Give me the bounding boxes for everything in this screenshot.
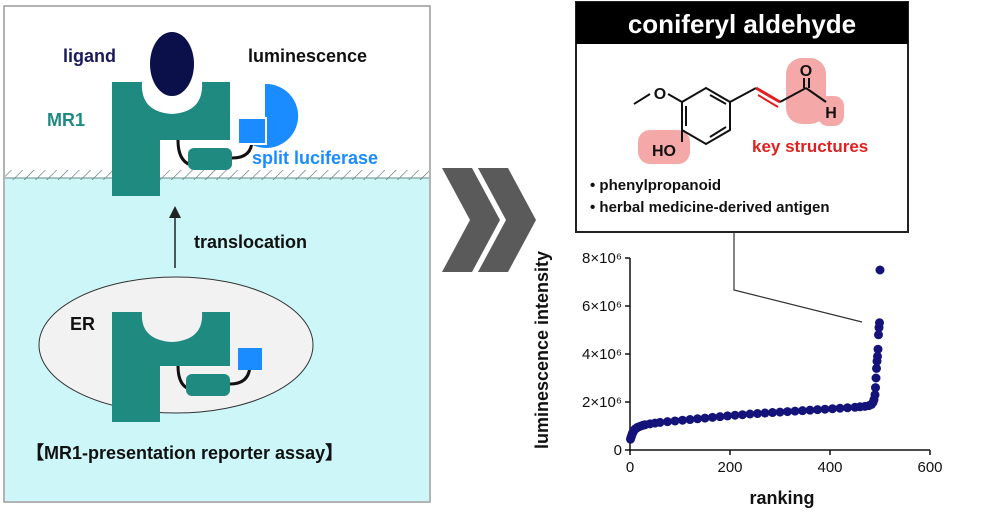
data-point xyxy=(875,265,885,275)
data-point xyxy=(873,344,883,354)
data-point xyxy=(870,390,880,400)
data-point xyxy=(745,409,755,419)
key-structures-label: key structures xyxy=(752,137,868,156)
atom-o-carbonyl: O xyxy=(800,63,812,80)
luminescence-label: luminescence xyxy=(248,46,367,66)
data-point xyxy=(805,405,815,415)
mr1-protein-lower xyxy=(112,312,230,422)
molecule-structure xyxy=(633,78,827,146)
data-point xyxy=(875,318,884,328)
x-tick-label: 0 xyxy=(626,459,634,476)
data-point xyxy=(678,415,687,425)
data-point xyxy=(753,409,762,419)
data-point xyxy=(655,417,665,427)
data-point xyxy=(871,373,881,383)
x-axis-label: ranking xyxy=(749,488,814,508)
callout-line xyxy=(733,232,863,323)
data-point xyxy=(871,383,880,393)
x-tick-label: 200 xyxy=(717,459,742,476)
luciferase-small-lower xyxy=(238,348,262,370)
atom-o-methoxy: O xyxy=(654,86,666,103)
ligand-shape xyxy=(150,32,194,96)
data-point xyxy=(835,403,845,413)
mr1-tag-domain-lower xyxy=(186,374,230,396)
chart-points xyxy=(626,265,885,444)
data-point xyxy=(828,404,837,414)
y-tick-label: 0 xyxy=(614,442,622,459)
data-point xyxy=(670,416,680,426)
data-point xyxy=(768,408,777,418)
chevron-arrow-icon xyxy=(442,168,536,272)
data-point xyxy=(820,404,830,414)
data-point xyxy=(790,406,800,416)
data-point xyxy=(730,410,740,420)
compound-box: coniferyl aldehyde O HO O H key structur… xyxy=(575,1,909,233)
atom-ho: HO xyxy=(652,143,676,160)
data-point xyxy=(872,363,881,373)
data-point xyxy=(738,410,747,420)
data-point xyxy=(783,407,792,417)
data-point xyxy=(873,351,882,361)
bullet-phenylpropanoid: • phenylpropanoid xyxy=(590,177,721,194)
data-point xyxy=(843,403,852,413)
mr1-label: MR1 xyxy=(47,110,85,130)
y-axis-label: luminescence intensity xyxy=(532,251,552,449)
highlight-hydroxyl xyxy=(638,130,690,164)
data-point xyxy=(813,405,822,415)
mr1-protein-upper xyxy=(112,82,230,196)
y-tick-label: 2×10⁶ xyxy=(582,394,622,411)
data-point xyxy=(685,415,695,425)
data-point xyxy=(775,407,785,417)
split-luciferase-label: split luciferase xyxy=(252,148,378,168)
data-point xyxy=(700,413,710,423)
data-point xyxy=(663,417,672,427)
bullet-herbal-antigen: • herbal medicine-derived antigen xyxy=(590,199,829,216)
ligand-label: ligand xyxy=(63,46,116,66)
atom-h: H xyxy=(825,105,837,122)
er-label: ER xyxy=(70,314,95,334)
data-point xyxy=(715,412,725,422)
assay-title: 【MR1-presentation reporter assay】 xyxy=(26,443,343,463)
data-point xyxy=(708,412,717,422)
scatter-chart: 0 2×10⁶ 4×10⁶ 6×10⁶ 8×10⁶ 0 200 400 600 luminesc… xyxy=(532,250,943,508)
highlight-aldehyde-h xyxy=(818,96,844,126)
compound-title: coniferyl aldehyde xyxy=(628,9,856,39)
data-point xyxy=(798,406,807,416)
translocation-label: translocation xyxy=(194,232,307,252)
data-point xyxy=(874,330,883,340)
left-panel: ligand luminescence MR1 split luciferase… xyxy=(3,5,431,503)
chart-axes: 0 2×10⁶ 4×10⁶ 6×10⁶ 8×10⁶ 0 200 400 600 xyxy=(582,250,942,476)
data-point xyxy=(723,411,732,421)
membrane-hatch xyxy=(5,170,429,180)
mr1-tag-domain xyxy=(188,148,232,170)
y-tick-label: 8×10⁶ xyxy=(582,250,622,267)
data-point xyxy=(693,414,702,424)
compound-title-bar xyxy=(576,2,908,44)
data-point xyxy=(760,408,770,418)
highlight-aldehyde xyxy=(786,58,826,124)
y-tick-label: 4×10⁶ xyxy=(582,346,622,363)
x-tick-label: 400 xyxy=(817,459,842,476)
x-tick-label: 600 xyxy=(917,459,942,476)
luciferase-small xyxy=(237,117,267,145)
y-tick-label: 6×10⁶ xyxy=(582,298,622,315)
